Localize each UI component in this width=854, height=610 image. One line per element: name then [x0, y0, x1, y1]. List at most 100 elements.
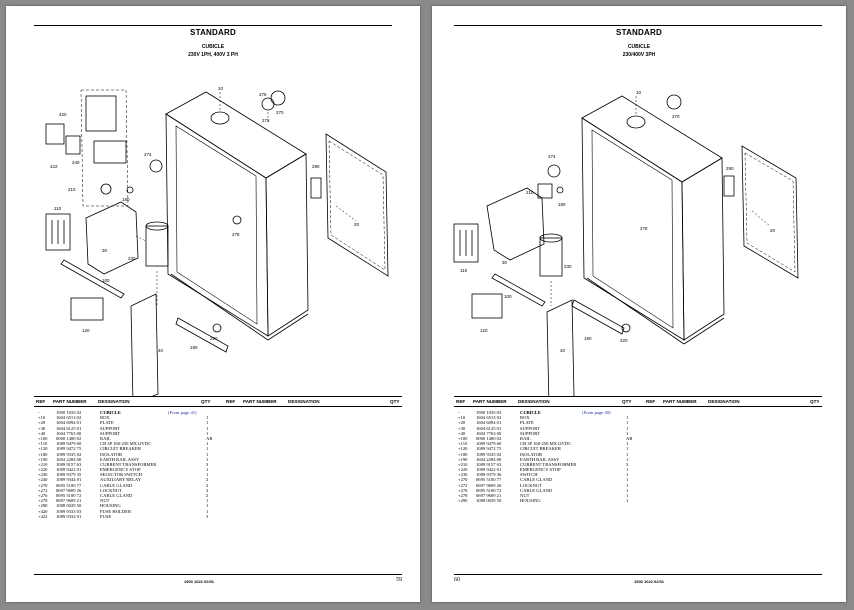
page-number: 59	[396, 577, 402, 583]
row-designation: HOUSING	[100, 503, 121, 509]
col-header-ref: REF	[456, 399, 466, 404]
callout: 120	[480, 328, 488, 333]
row-ref: +100	[458, 435, 468, 441]
row-qty: 1	[626, 493, 629, 498]
row-qty: 3	[206, 461, 209, 467]
footer-code: 1900 1022 02/01	[634, 579, 665, 584]
door-panel	[741, 145, 799, 279]
row-designation: PLATE	[520, 420, 534, 426]
row-qty: 1	[206, 425, 209, 431]
leader-lines	[550, 96, 771, 306]
row-part-number: 1089 9344 01	[56, 477, 82, 483]
callout: 10	[636, 90, 642, 95]
earth-rail	[571, 299, 625, 335]
aux-relay	[65, 135, 81, 155]
current-transformer	[537, 183, 553, 199]
table-row: - 1900 1035 02 CUBICLE (From page 41)	[38, 410, 197, 415]
row-part-number: 0695 5100 77	[476, 477, 502, 483]
row-part-number: 1089 9379 35	[56, 472, 82, 478]
row-designation: NUT	[520, 493, 530, 498]
callout: 274	[144, 152, 152, 157]
row-part-number: 1604 2284 00	[476, 456, 502, 462]
row-designation: EMERGENCY STOP	[520, 467, 561, 473]
row-qty: AR	[626, 435, 633, 441]
row-ref: +422	[38, 513, 48, 519]
row-part-number: 1089 9479 60	[476, 441, 502, 447]
row-designation: BOX	[520, 415, 530, 421]
row-qty: 1	[626, 456, 629, 462]
contact-block	[93, 140, 127, 164]
col-header-ref-2: REF	[226, 399, 236, 404]
callout: 180	[122, 197, 130, 202]
row-designation: BOX	[100, 415, 110, 421]
row-ref: +276	[38, 493, 48, 498]
row-part-number: 1089 9472 75	[56, 446, 82, 452]
row-ref: +190	[38, 456, 48, 462]
row-designation: SUPPORT	[520, 425, 540, 431]
row-part-number: 1089 9335 02	[56, 451, 82, 457]
cross-reference-link[interactable]: (From page 41)	[168, 410, 197, 415]
row-qty: 1	[626, 415, 629, 421]
support-bracket	[486, 187, 545, 261]
col-header-part-number-2: PART NUMBER	[663, 399, 697, 404]
col-header-qty: QTY	[622, 399, 632, 404]
current-transformer	[100, 183, 112, 195]
callout: 270	[672, 114, 680, 119]
row-ref: +180	[38, 451, 48, 457]
row-qty: 1	[206, 415, 209, 421]
row-designation: SELECTOR SWITCH	[100, 472, 142, 478]
row-ref: +270	[38, 482, 48, 488]
row-designation: RAIL	[520, 435, 531, 441]
breaker-120	[471, 293, 503, 319]
row-qty: 1	[206, 456, 209, 462]
table-top-rule	[454, 396, 822, 397]
row-ref: +110	[458, 441, 468, 447]
isolator	[539, 237, 563, 277]
door-panel	[325, 133, 389, 277]
row-part-number: 0695 5100 72	[56, 493, 82, 498]
row-designation: PLATE	[100, 420, 114, 426]
row-part-number: 1604 6513 02	[56, 415, 82, 421]
row-ref: +290	[458, 498, 468, 504]
callout: 100	[504, 294, 512, 299]
emergency-stop-220	[212, 323, 222, 333]
row-designation: NUT	[100, 498, 110, 504]
row-ref: +272	[458, 482, 468, 488]
callout: 276	[259, 92, 267, 97]
row-designation: SUPPORT	[100, 430, 120, 436]
row-designation: CB 3P 160-250 MX12VDC	[100, 441, 152, 447]
row-qty: 1	[626, 420, 629, 426]
row-ref: +276	[458, 487, 468, 493]
cross-reference-link[interactable]: (From page 40)	[582, 410, 611, 415]
diagram-callouts: 420 422 240 10 276 272 270 274 210 180 2…	[50, 86, 360, 353]
callout: 220	[620, 338, 628, 343]
page-subtitle-1: CUBICLE	[627, 44, 651, 50]
row-ref: +180	[458, 451, 468, 457]
row-part-number: 0697 9609 26	[56, 487, 82, 493]
callout: 290	[312, 164, 320, 169]
row-qty: 1	[206, 451, 209, 457]
leader-lines	[135, 92, 357, 306]
col-header-ref: REF	[36, 399, 46, 404]
callout: 20	[354, 222, 360, 227]
row-ref: +220	[38, 467, 48, 473]
row-qty: 1	[626, 487, 629, 493]
row-qty: 1	[626, 482, 629, 488]
row-part-number: 1604 6125 01	[476, 425, 502, 431]
callout: 278	[640, 226, 648, 231]
row-qty: 1	[626, 425, 629, 431]
row-designation: SWITCH	[520, 472, 538, 478]
row-ref: +230	[38, 472, 48, 478]
